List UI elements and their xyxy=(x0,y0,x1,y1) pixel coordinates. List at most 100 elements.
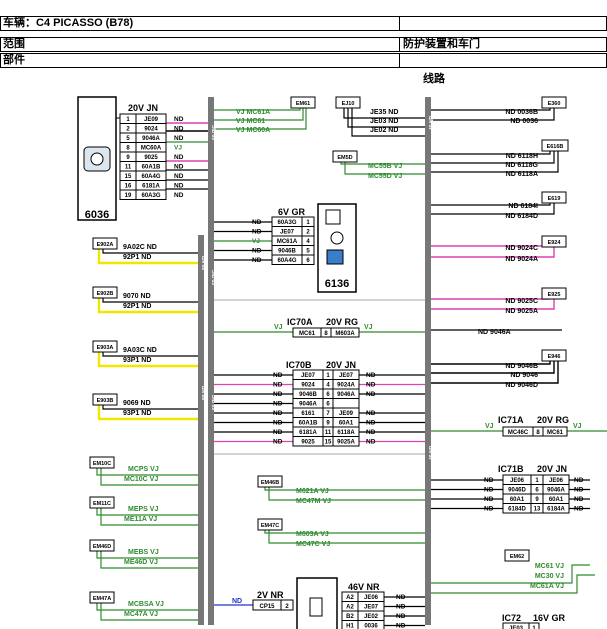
table-6036-sig-text: 9046A xyxy=(142,136,160,142)
ic70b-t3: 9024A xyxy=(337,383,355,389)
bus-bar-3 xyxy=(198,235,204,625)
table-ic71b-type: 20V JN xyxy=(537,464,567,474)
table-ic70b-type: 20V JN xyxy=(326,360,356,370)
wire-label-l_e616_1: ND 6118H xyxy=(506,153,538,160)
connector-label-E925: E925 xyxy=(548,292,561,298)
wire xyxy=(431,151,555,164)
wire-label-l_em46d_1: MEBS VJ xyxy=(128,549,159,556)
table-6036-pin-text: 19 xyxy=(125,193,132,199)
connector-label-E902B: E902B xyxy=(97,291,114,297)
wire-label-l_em46d_2: ME46D VJ xyxy=(124,559,158,566)
connector-label-EM61: EM61 xyxy=(296,101,310,107)
wire-label-l_em61_3: VJ MC60A xyxy=(236,127,270,134)
vehicle-title: 车辆：C4 PICASSO (B78) xyxy=(3,17,134,29)
ic71a-left: VJ xyxy=(485,423,494,430)
wire-label-l_e924_2: ND 9024A xyxy=(505,256,538,263)
table-6036-sig-text: 9025 xyxy=(144,155,158,161)
ic70b-t2: 1 xyxy=(326,373,330,379)
ic70b-left: ND xyxy=(273,382,283,389)
wire xyxy=(431,203,551,206)
ic71a-right: VJ xyxy=(573,423,582,430)
connector-EM46B xyxy=(257,475,283,488)
connector-label-EM47A: EM47A xyxy=(93,596,111,602)
ic71b-t3: 6184A xyxy=(547,507,565,513)
wire-yellow-0 xyxy=(97,249,198,265)
ic70b-right: ND xyxy=(366,410,376,417)
wire xyxy=(431,151,559,173)
wire-label-l_e616_2: ND 6118G xyxy=(505,162,538,169)
wire-label-l_em5d_2: MC55D VJ xyxy=(368,173,402,180)
ic72-t1: JE03 xyxy=(509,626,524,629)
connector-label-E619: E619 xyxy=(548,196,561,202)
wire xyxy=(268,530,425,544)
scope-value: 防护装置和车门 xyxy=(399,38,480,51)
ic72-c2 xyxy=(528,622,540,629)
wire-label-l_em61_2: VJ MC61 xyxy=(236,118,265,125)
table-6036-wire-code: ND xyxy=(174,192,184,199)
connector-E903A xyxy=(92,340,118,353)
wire xyxy=(264,487,425,491)
connector-label-EM10C: EM10C xyxy=(93,461,111,467)
table-6036-pin-text: 15 xyxy=(125,174,132,180)
ic70b-right: ND xyxy=(366,391,376,398)
wire-label-l_em11c_2: ME11A VJ xyxy=(124,516,157,523)
table-6036-sig-text: 60A4G xyxy=(141,174,160,180)
wire xyxy=(351,108,425,137)
table-6036-wire-code: ND xyxy=(174,173,184,180)
wire-label-l_em61_1: VJ MC61A xyxy=(236,109,270,116)
connector-label-EM47C: EM47C xyxy=(261,523,279,529)
ic71b-right: ND xyxy=(574,477,584,484)
ic70b-t1: 6181A xyxy=(299,430,317,436)
table-6036-sig-text: JE09 xyxy=(144,117,159,123)
ic70b-t3: JE09 xyxy=(339,411,354,417)
connector-label-E360: E360 xyxy=(548,101,561,107)
ic70b-t3: 9046A xyxy=(337,392,355,398)
wiring-heading: 线路 xyxy=(423,73,445,85)
ic70b-t2: 15 xyxy=(325,440,332,446)
connector-label-EJ10: EJ10 xyxy=(342,101,355,107)
wire-label-l_em47a_2: MC47A VJ xyxy=(124,611,158,618)
ic71b-left: ND xyxy=(484,506,494,513)
ic71b-t1: 9046D xyxy=(508,488,526,494)
wire-yellow-2 xyxy=(97,352,198,368)
module-lock-icon xyxy=(309,597,323,617)
table-6136-pin-text: 5 xyxy=(306,249,310,255)
table-6136-wire-code: ND xyxy=(252,229,262,236)
ic70b-left: ND xyxy=(273,420,283,427)
ic71b-left: ND xyxy=(484,487,494,494)
connector-EM61 xyxy=(290,96,316,109)
table-6136-pin xyxy=(301,254,315,265)
table-6036-sig-text: MC60A xyxy=(141,146,162,152)
wire-label-l_em11c_1: MEPS VJ xyxy=(128,506,158,513)
wire-label-l_e903a_1: 9A03C ND xyxy=(123,347,157,354)
ic72-t2: 1 xyxy=(532,626,536,629)
table-6036-pin-text: 9 xyxy=(126,155,130,161)
ic71a-t1: MC46C xyxy=(508,430,529,436)
table-6036-wire-code: VJ xyxy=(174,145,182,152)
table-ic71a-type: 20V RG xyxy=(537,415,569,425)
t46v-right: ND xyxy=(396,594,406,601)
wire-label-l_em46b_1: M621A VJ xyxy=(296,488,329,495)
table-6136-wire-code: VJ xyxy=(252,238,260,245)
connector-E946 xyxy=(541,349,567,362)
ic70b-left: ND xyxy=(273,439,283,446)
table-6136-sig-text: 60A3G xyxy=(277,220,296,226)
t46v-right: ND xyxy=(396,613,406,620)
connector-E925 xyxy=(541,287,567,300)
ic71b-t3: 9046A xyxy=(547,488,565,494)
wire xyxy=(100,468,198,486)
connector-E360 xyxy=(541,96,567,109)
ic71b-t2: 13 xyxy=(534,507,541,513)
t46v-t1: H1 xyxy=(346,624,354,629)
wire-label-l_e925_1: ND 9025C xyxy=(505,298,538,305)
ic71b-c3 xyxy=(542,503,570,514)
table-6136-wire-code: ND xyxy=(252,248,262,255)
wire-label-l_e360_1: ND 0036B xyxy=(505,109,538,116)
table-6136-pin-text: 4 xyxy=(306,239,310,245)
wire xyxy=(431,299,555,310)
ic70b-t3: JE07 xyxy=(339,373,354,379)
t2v-t1: CP15 xyxy=(259,604,275,610)
connector-E619 xyxy=(541,191,567,204)
wire-label-l_e902b_2: 92P1 ND xyxy=(123,303,151,310)
